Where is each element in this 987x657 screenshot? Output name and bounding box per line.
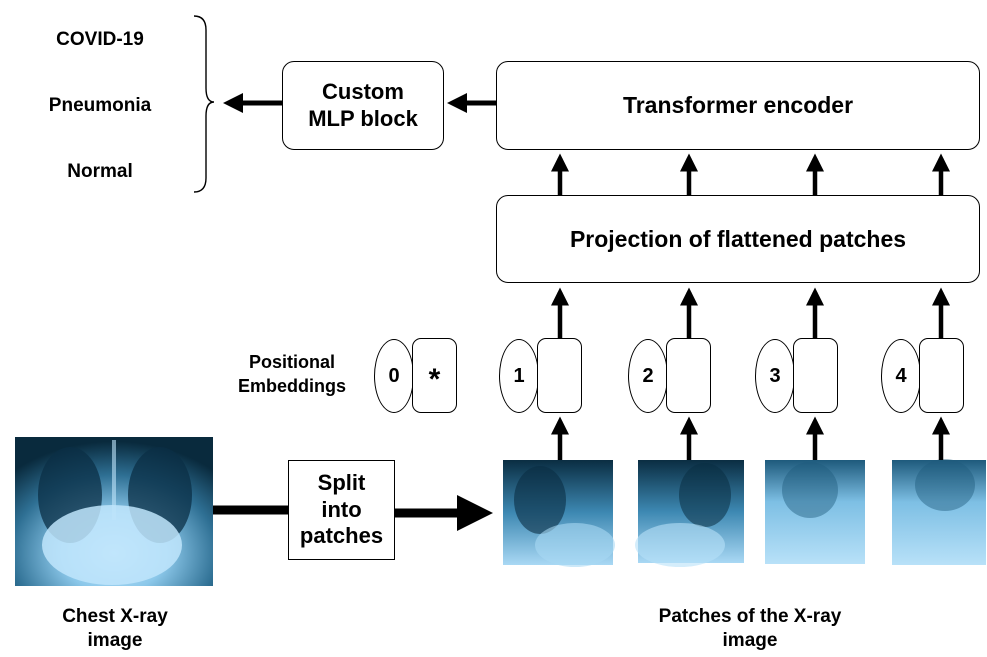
transformer-encoder-label: Transformer encoder bbox=[622, 92, 854, 118]
positional-label-line1: Positional bbox=[248, 352, 335, 372]
class-token-box: * bbox=[412, 338, 457, 413]
chest-xray-image bbox=[15, 437, 213, 586]
class-brace bbox=[193, 15, 215, 193]
patch-image-1 bbox=[503, 460, 615, 567]
positional-label-line2: Embeddings bbox=[237, 376, 346, 397]
positional-embeddings-label: Positional Embeddings bbox=[212, 350, 372, 399]
mlp-block-line1: Custom bbox=[322, 79, 404, 105]
transformer-encoder-block: Transformer encoder bbox=[496, 61, 980, 150]
patch-image-3 bbox=[765, 460, 865, 564]
patches-caption: Patches of the X-ray image bbox=[600, 605, 900, 653]
position-index-2: 2 bbox=[628, 339, 668, 413]
patch-image-4 bbox=[892, 459, 986, 565]
patch-token-4 bbox=[919, 338, 964, 413]
split-into-patches-box: Split into patches bbox=[288, 460, 395, 560]
chest-xray-caption-line1: Chest X-ray bbox=[62, 606, 168, 627]
position-index-1: 1 bbox=[499, 339, 539, 413]
patches-caption-line1: Patches of the X-ray bbox=[658, 606, 842, 627]
class-label-normal: Normal bbox=[67, 161, 133, 182]
patches-caption-line2: image bbox=[722, 629, 778, 651]
patch-token-1 bbox=[537, 338, 582, 413]
patch-token-2 bbox=[666, 338, 711, 413]
class-label-pneumonia: Pneumonia bbox=[48, 95, 152, 116]
position-index-0: 0 bbox=[374, 339, 414, 413]
projection-block: Projection of flattened patches bbox=[496, 195, 980, 283]
class-token-symbol: * bbox=[428, 362, 441, 396]
mlp-block-line2: MLP block bbox=[308, 105, 418, 131]
patch-token-3 bbox=[793, 338, 838, 413]
projection-label: Projection of flattened patches bbox=[569, 225, 907, 252]
class-label-covid: COVID-19 bbox=[56, 29, 144, 50]
mlp-block: Custom MLP block bbox=[282, 61, 444, 150]
patch-image-2 bbox=[635, 460, 744, 567]
chest-xray-caption: Chest X-ray image bbox=[20, 605, 210, 653]
chest-xray-caption-line2: image bbox=[87, 629, 143, 651]
